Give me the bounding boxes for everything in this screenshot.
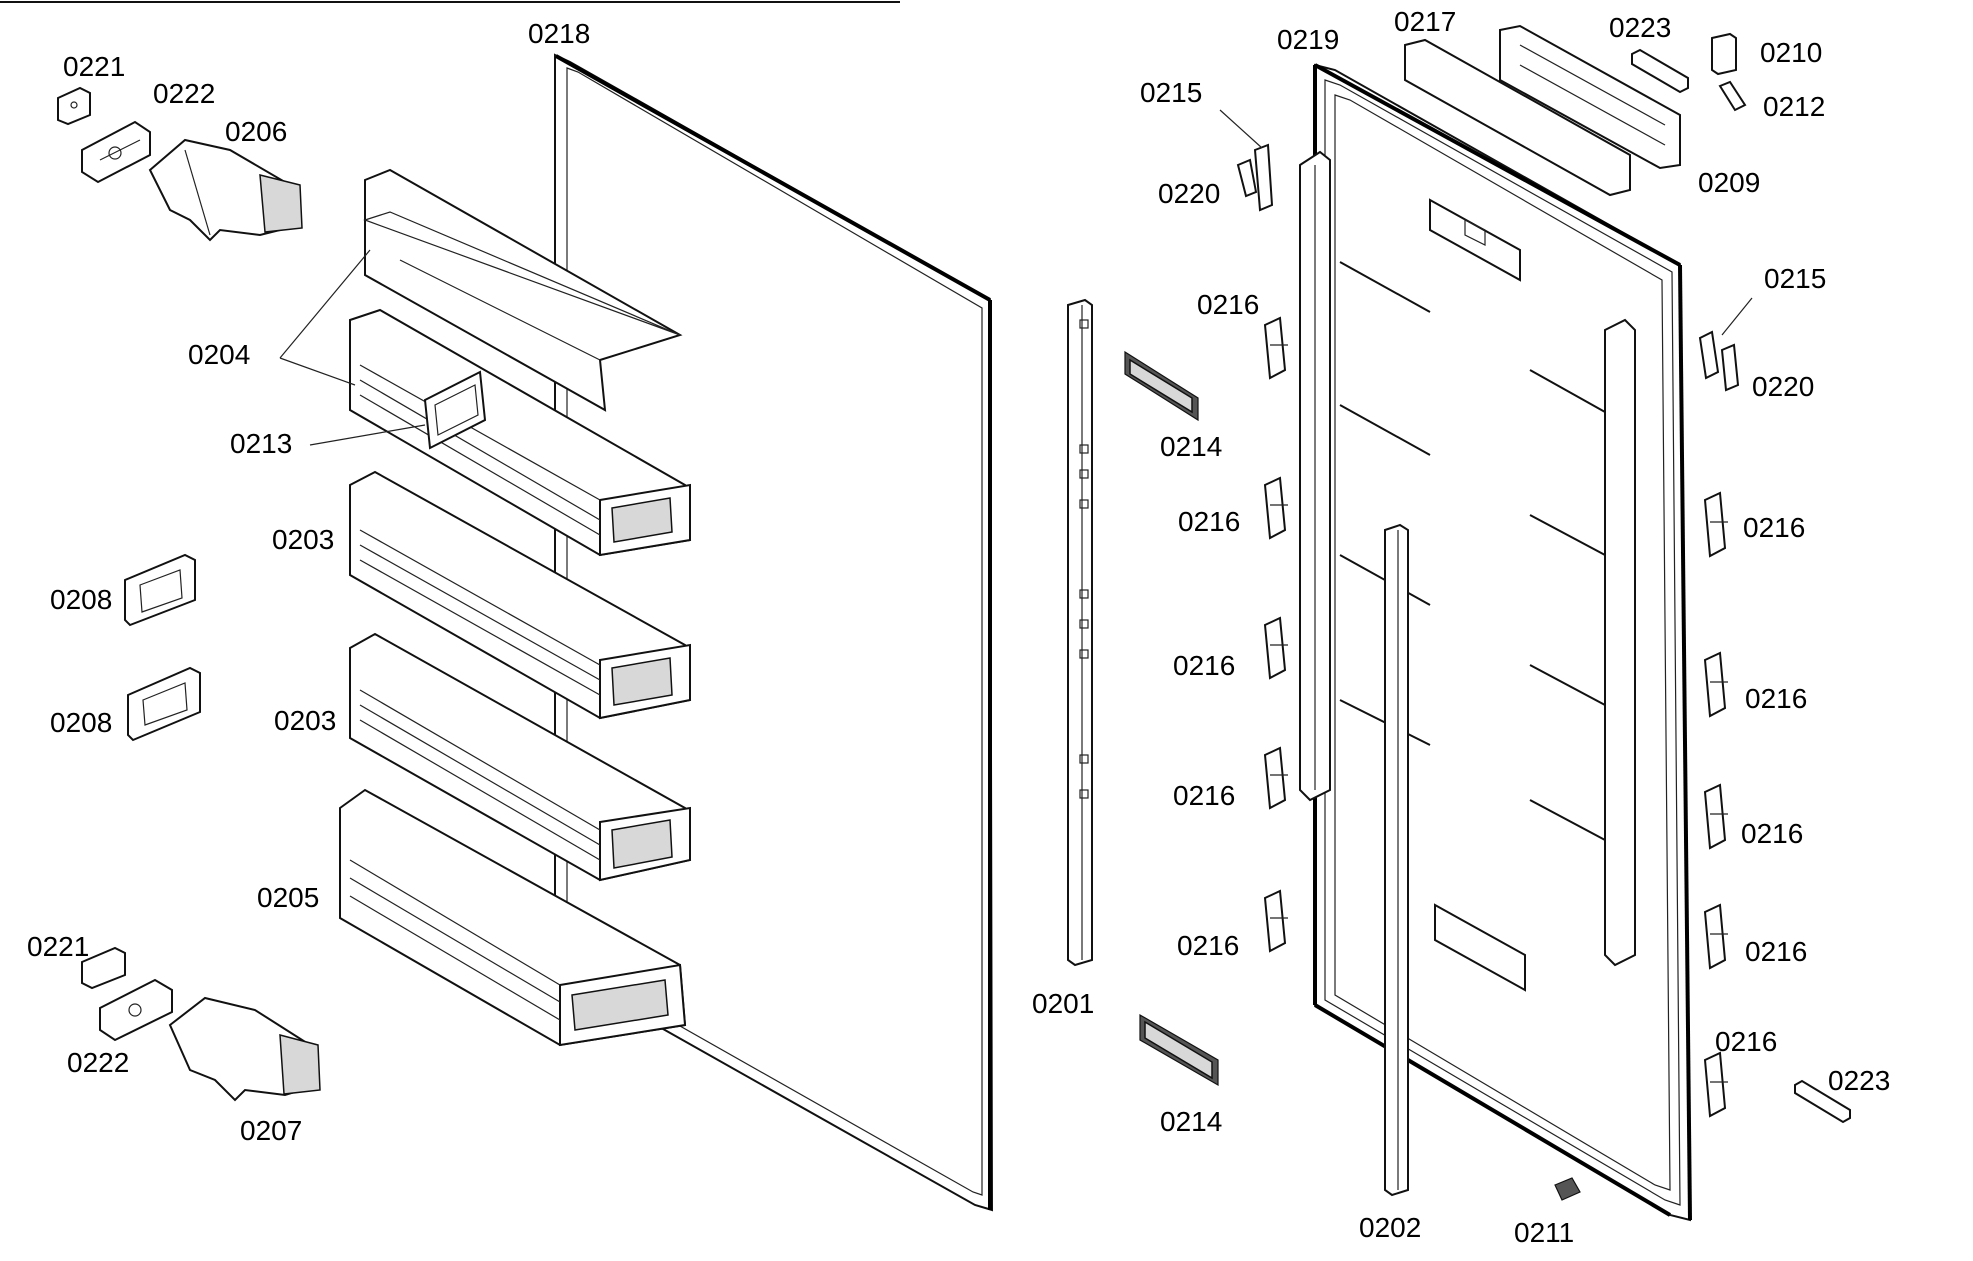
label-0213: 0213 xyxy=(230,428,292,459)
part-0212 xyxy=(1718,80,1747,112)
clip-0216-r4 xyxy=(1703,903,1728,970)
door-strip-0202 xyxy=(1384,523,1409,1197)
door-strip-0201 xyxy=(1067,298,1093,967)
door-liner-0219 xyxy=(1299,63,1692,1222)
top-cover-0217 xyxy=(1404,38,1631,197)
label-0216-l1: 0216 xyxy=(1197,289,1259,320)
leader-0213 xyxy=(309,424,426,446)
door-bin-0205 xyxy=(339,788,687,1047)
leader-0215-left xyxy=(1219,109,1263,149)
label-0223-top: 0223 xyxy=(1609,12,1671,43)
bracket-0223-top xyxy=(1631,48,1689,94)
label-0206: 0206 xyxy=(225,116,287,147)
label-0216-l2: 0216 xyxy=(1178,506,1240,537)
label-0216-r4: 0216 xyxy=(1745,936,1807,967)
clip-0220-right xyxy=(1720,343,1740,392)
label-0203-b: 0203 xyxy=(274,705,336,736)
label-0220-right: 0220 xyxy=(1752,371,1814,402)
clip-0216-r1 xyxy=(1703,491,1728,558)
label-0216-r1: 0216 xyxy=(1743,512,1805,543)
label-0211: 0211 xyxy=(1514,1217,1574,1248)
hinge-bracket-0222-bottom xyxy=(99,978,173,1042)
leader-0204-a xyxy=(279,249,371,359)
bin-endcap-0208-b xyxy=(127,666,201,742)
label-0212: 0212 xyxy=(1763,91,1825,122)
label-0223-bottom: 0223 xyxy=(1828,1065,1890,1096)
clip-0215-right xyxy=(1698,330,1720,380)
clip-0216-l1 xyxy=(1263,316,1288,380)
shelf-cover-0204 xyxy=(363,168,683,412)
label-0202: 0202 xyxy=(1359,1212,1421,1243)
label-0204: 0204 xyxy=(188,339,250,370)
label-0216-l3: 0216 xyxy=(1173,650,1235,681)
door-bin-1 xyxy=(349,308,692,557)
label-0216-l5: 0216 xyxy=(1177,930,1239,961)
label-0205: 0205 xyxy=(257,882,319,913)
label-0222-top: 0222 xyxy=(153,78,215,109)
hinge-0206 xyxy=(148,138,303,242)
label-0210: 0210 xyxy=(1760,37,1822,68)
hinge-0207 xyxy=(168,996,321,1102)
hinge-plate-0221-bottom xyxy=(81,946,126,990)
clip-0216-r5 xyxy=(1703,1051,1728,1118)
clip-0216-r2 xyxy=(1703,651,1728,718)
part-0211 xyxy=(1554,1177,1581,1201)
clip-0216-l2 xyxy=(1263,476,1288,540)
clip-0216-l4 xyxy=(1263,746,1288,810)
label-0222-bottom: 0222 xyxy=(67,1047,129,1078)
vent-0214-top xyxy=(1124,350,1199,422)
leader-0204-b xyxy=(279,357,356,386)
clips-right-column xyxy=(1698,330,1740,1118)
bin-endcap-0208-a xyxy=(124,553,196,627)
label-0209: 0209 xyxy=(1698,167,1760,198)
label-0221-bottom: 0221 xyxy=(27,931,89,962)
hinge-bracket-0222-top xyxy=(81,120,151,184)
label-0208-b: 0208 xyxy=(50,707,112,738)
label-0215-left: 0215 xyxy=(1140,77,1202,108)
label-0203-a: 0203 xyxy=(272,524,334,555)
hinge-plate-0221-top xyxy=(57,86,91,126)
leader-0215-right xyxy=(1721,297,1753,336)
label-0207: 0207 xyxy=(240,1115,302,1146)
clips-left-column xyxy=(1236,143,1288,953)
label-0215-right: 0215 xyxy=(1764,263,1826,294)
clip-0220-left xyxy=(1253,143,1274,212)
label-0201: 0201 xyxy=(1032,988,1094,1019)
label-0208-a: 0208 xyxy=(50,584,112,615)
clip-0215-left xyxy=(1236,158,1258,198)
label-0214-top: 0214 xyxy=(1160,431,1222,462)
label-0218: 0218 xyxy=(528,18,590,49)
clip-0216-l5 xyxy=(1263,889,1288,953)
label-0219: 0219 xyxy=(1277,24,1339,55)
vent-0214-bottom xyxy=(1139,1013,1219,1087)
label-0214-bottom: 0214 xyxy=(1160,1106,1222,1137)
control-board-0209 xyxy=(1499,24,1681,170)
clip-0216-l3 xyxy=(1263,616,1288,680)
door-bin-0203-b xyxy=(349,632,692,882)
label-0216-r2: 0216 xyxy=(1745,683,1807,714)
label-0216-l4: 0216 xyxy=(1173,780,1235,811)
bin-divider-0213 xyxy=(423,370,487,450)
label-0220-left: 0220 xyxy=(1158,178,1220,209)
clip-0216-r3 xyxy=(1703,783,1728,850)
part-0210 xyxy=(1711,32,1737,76)
bracket-0223-bottom xyxy=(1794,1079,1851,1124)
label-0216-r3: 0216 xyxy=(1741,818,1803,849)
label-0217: 0217 xyxy=(1394,6,1456,37)
label-0216-r5: 0216 xyxy=(1715,1026,1777,1057)
door-bin-0203-a xyxy=(349,470,692,720)
label-0221-top: 0221 xyxy=(63,51,125,82)
